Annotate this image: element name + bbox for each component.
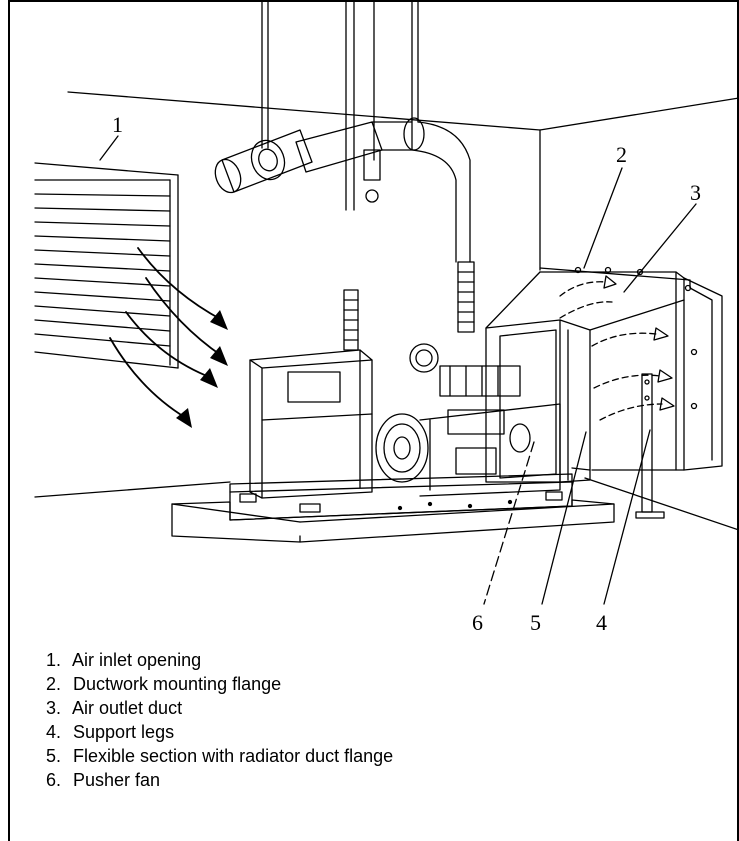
callout-3: 3 — [690, 180, 701, 205]
legend-list: 1. Air inlet opening 2. Ductwork mountin… — [46, 648, 393, 792]
support-leg — [635, 373, 665, 519]
inlet-airflow-arrows — [109, 247, 223, 419]
callout-4: 4 — [596, 610, 607, 635]
legend-item: 2. Ductwork mounting flange — [46, 674, 282, 694]
base-frame — [171, 473, 615, 543]
callout-6: 6 — [472, 610, 483, 635]
legend-item: 3. Air outlet duct — [46, 698, 183, 718]
legend-item: 6. Pusher fan — [46, 770, 161, 790]
legend-item: 5. Flexible section with radiator duct f… — [46, 746, 394, 766]
callout-1: 1 — [112, 112, 123, 137]
exhaust-system — [214, 0, 475, 351]
callout-2: 2 — [616, 142, 627, 167]
legend-item: 1. Air inlet opening — [46, 650, 202, 670]
leader-lines — [99, 135, 697, 605]
generator-installation-drawing: 1 2 3 4 5 6 — [34, 0, 739, 635]
legend-item: 4. Support legs — [46, 722, 175, 742]
callout-5: 5 — [530, 610, 541, 635]
engine-alternator — [375, 343, 561, 497]
radiator-duct — [485, 266, 723, 483]
room-outline — [34, 91, 739, 531]
control-panel — [249, 349, 373, 499]
air-inlet-louver — [34, 162, 179, 369]
